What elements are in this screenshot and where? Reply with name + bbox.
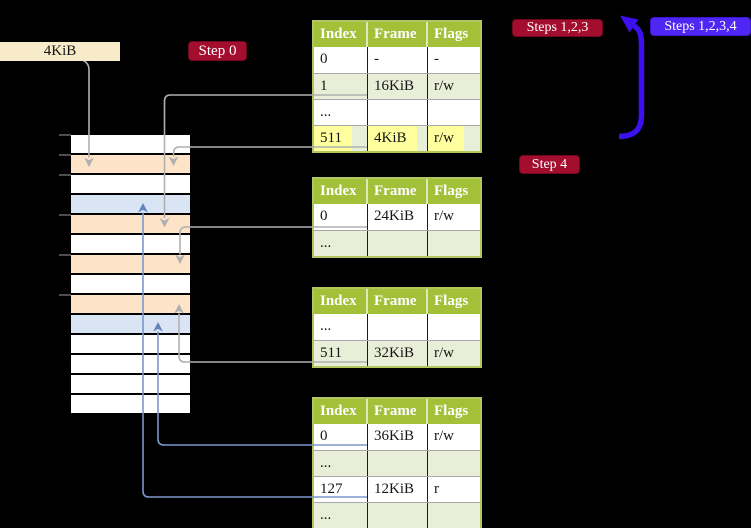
table-row: 0 24KiB r/w — [314, 204, 480, 230]
cell-index: ... — [314, 231, 368, 256]
column-header-index: Index — [314, 179, 368, 204]
column-header-index: Index — [314, 399, 368, 424]
cell-flags: r/w — [434, 428, 454, 444]
cell-frame: 24KiB — [368, 204, 428, 230]
memory-page-row — [71, 215, 190, 235]
memory-page-row — [71, 295, 190, 315]
column-header-flags: Flags — [434, 403, 469, 419]
cell-index: ... — [314, 314, 368, 340]
table-row-highlighted: 511 4KiB r/w — [314, 125, 480, 151]
cell-index: 511 — [314, 126, 368, 151]
memory-page-row — [71, 175, 190, 195]
cell-flags: r/w — [434, 345, 454, 361]
column-header-frame: Frame — [368, 289, 428, 314]
cell-frame: - — [368, 47, 428, 73]
memory-tick — [59, 154, 71, 156]
cell-index: 0 — [314, 204, 368, 230]
cell-index: ... — [314, 451, 368, 476]
table-row: 511 32KiB r/w — [314, 340, 480, 366]
steps-1234-badge: Steps 1,2,3,4 — [650, 17, 751, 36]
step-0-badge: Step 0 — [188, 41, 247, 61]
cell-frame: 16KiB — [368, 74, 428, 99]
table-row: ... — [314, 502, 480, 528]
table-header-row: Index Frame Flags — [314, 179, 480, 204]
cell-flags: r/w — [428, 126, 480, 151]
cell-index: 0 — [314, 424, 368, 450]
memory-tick — [59, 214, 71, 216]
memory-page-row — [71, 155, 190, 175]
cell-frame — [368, 100, 428, 125]
cell-flags — [428, 231, 480, 256]
cell-frame — [368, 451, 428, 476]
memory-page-row — [71, 195, 190, 215]
table-row: ... — [314, 450, 480, 476]
cell-index: ... — [314, 100, 368, 125]
table-header-row: Index Frame Flags — [314, 399, 480, 424]
cell-index: 127 — [314, 477, 368, 502]
table-row: 1 16KiB r/w — [314, 73, 480, 99]
highlighted-value: 4KiB — [368, 126, 417, 151]
memory-page-row — [71, 255, 190, 275]
column-header-frame: Frame — [368, 399, 428, 424]
page-table-4: Index Frame Flags 0 36KiB r/w ... 127 12… — [312, 397, 482, 528]
cell-flags: r/w — [434, 78, 454, 94]
cell-index: 1 — [314, 74, 368, 99]
column-header-flags: Flags — [434, 293, 469, 309]
column-header-index: Index — [314, 289, 368, 314]
cell-frame: 36KiB — [368, 424, 428, 450]
cell-index: 0 — [314, 47, 368, 73]
table-row: ... — [314, 99, 480, 125]
table-header-row: Index Frame Flags — [314, 289, 480, 314]
memory-page-row — [71, 135, 190, 155]
column-header-flags: Flags — [434, 26, 469, 42]
table-row: 0 - - — [314, 47, 480, 73]
table-row: ... — [314, 230, 480, 256]
highlighted-value: r/w — [428, 126, 464, 151]
page-table-1: Index Frame Flags 0 - - 1 16KiB r/w ... … — [312, 20, 482, 153]
page-size-label: 4KiB — [0, 42, 120, 61]
cell-flags: r/w — [434, 208, 454, 224]
page-table-3: Index Frame Flags ... 511 32KiB r/w — [312, 287, 482, 368]
cell-frame: 32KiB — [368, 341, 428, 366]
memory-page-row — [71, 395, 190, 415]
column-header-index: Index — [314, 22, 368, 47]
table-row: 127 12KiB r — [314, 476, 480, 502]
cell-flags: r — [434, 481, 439, 497]
physical-memory-strip — [71, 135, 190, 415]
cell-frame — [368, 231, 428, 256]
cell-flags — [428, 100, 480, 125]
loop-back-arrowhead — [620, 15, 639, 33]
cell-flags — [428, 503, 480, 528]
cell-frame: 4KiB — [368, 126, 428, 151]
step-4-badge: Step 4 — [519, 155, 580, 174]
memory-page-row — [71, 275, 190, 295]
cell-frame — [368, 503, 428, 528]
page-table-2: Index Frame Flags 0 24KiB r/w ... — [312, 177, 482, 258]
table-row: 0 36KiB r/w — [314, 424, 480, 450]
cell-frame — [368, 314, 428, 340]
memory-tick — [59, 134, 71, 136]
cell-flags — [428, 451, 480, 476]
memory-tick — [59, 174, 71, 176]
steps-123-badge: Steps 1,2,3 — [512, 19, 603, 37]
column-header-flags: Flags — [434, 183, 469, 199]
memory-tick — [59, 294, 71, 296]
loop-back-arrow — [618, 23, 645, 140]
cell-index: ... — [314, 503, 368, 528]
cell-flags — [428, 314, 480, 340]
cell-index: 511 — [314, 341, 368, 366]
memory-page-row — [71, 355, 190, 375]
memory-page-row — [71, 315, 190, 335]
cell-flags: - — [434, 51, 439, 67]
memory-page-row — [71, 335, 190, 355]
cell-frame: 12KiB — [368, 477, 428, 502]
memory-page-row — [71, 235, 190, 255]
table-row: ... — [314, 314, 480, 340]
table-header-row: Index Frame Flags — [314, 22, 480, 47]
highlighted-value: 511 — [314, 126, 352, 151]
column-header-frame: Frame — [368, 179, 428, 204]
memory-page-row — [71, 375, 190, 395]
column-header-frame: Frame — [368, 22, 428, 47]
memory-tick — [59, 254, 71, 256]
